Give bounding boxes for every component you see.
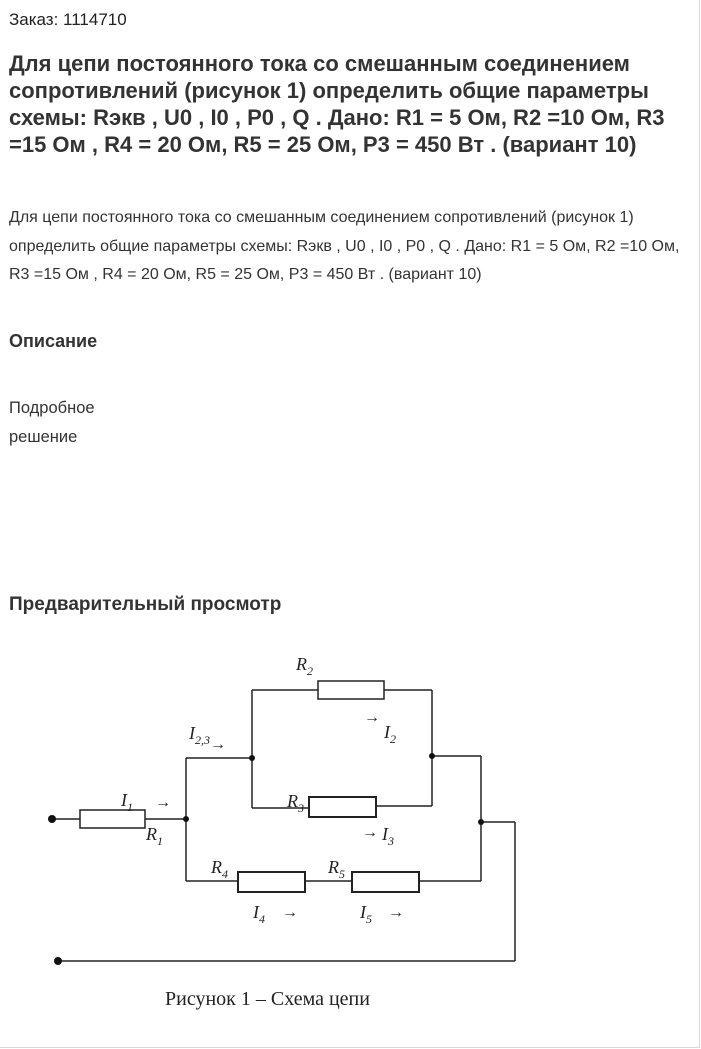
label-r2: R2 xyxy=(295,654,313,678)
resistor-r1 xyxy=(79,809,146,829)
page-title: Для цепи постоянного тока со смешанным с… xyxy=(9,51,665,157)
resistor-r2 xyxy=(317,680,385,700)
resistor-r4 xyxy=(237,871,306,893)
order-number: Заказ: 1114710 xyxy=(9,10,127,29)
detail-solution-text: Подробное решение xyxy=(9,399,95,446)
node-parallel-right xyxy=(429,753,435,759)
label-r3: R3 xyxy=(286,791,304,815)
description-heading: Описание xyxy=(9,331,98,351)
label-i23: I2,3 xyxy=(188,723,210,747)
circuit-diagram: R2 I2 I2,3 I1 R1 R3 I3 R4 R5 I4 I5 → → →… xyxy=(48,654,516,1010)
label-r1: R1 xyxy=(145,824,163,848)
circuit-figure: R2 I2 I2,3 I1 R1 R3 I3 R4 R5 I4 I5 → → →… xyxy=(0,630,701,1030)
label-r4: R4 xyxy=(210,857,228,881)
arrow-i3: → xyxy=(362,824,378,841)
node-left xyxy=(183,816,189,822)
label-i3: I3 xyxy=(381,824,394,848)
arrow-i5: → xyxy=(388,904,404,921)
arrow-i2: → xyxy=(364,709,380,726)
terminal-bottom xyxy=(54,957,62,965)
resistor-r3 xyxy=(308,796,377,818)
arrow-i4: → xyxy=(282,904,298,921)
node-parallel-left xyxy=(249,755,255,761)
label-i4: I4 xyxy=(252,902,265,926)
resistor-r5 xyxy=(351,871,420,893)
label-i2: I2 xyxy=(383,722,396,746)
arrow-i1: → xyxy=(155,794,171,811)
node-right xyxy=(478,819,484,825)
arrow-i23: → xyxy=(210,736,226,753)
task-description: Для цепи постоянного тока со смешанным с… xyxy=(9,209,680,283)
label-i1: I1 xyxy=(120,790,133,814)
label-i5: I5 xyxy=(359,902,372,926)
terminal-top xyxy=(48,815,56,823)
preview-heading: Предварительный просмотр xyxy=(9,594,282,615)
figure-caption: Рисунок 1 – Схема цепи xyxy=(165,988,370,1010)
label-r5: R5 xyxy=(327,857,345,881)
